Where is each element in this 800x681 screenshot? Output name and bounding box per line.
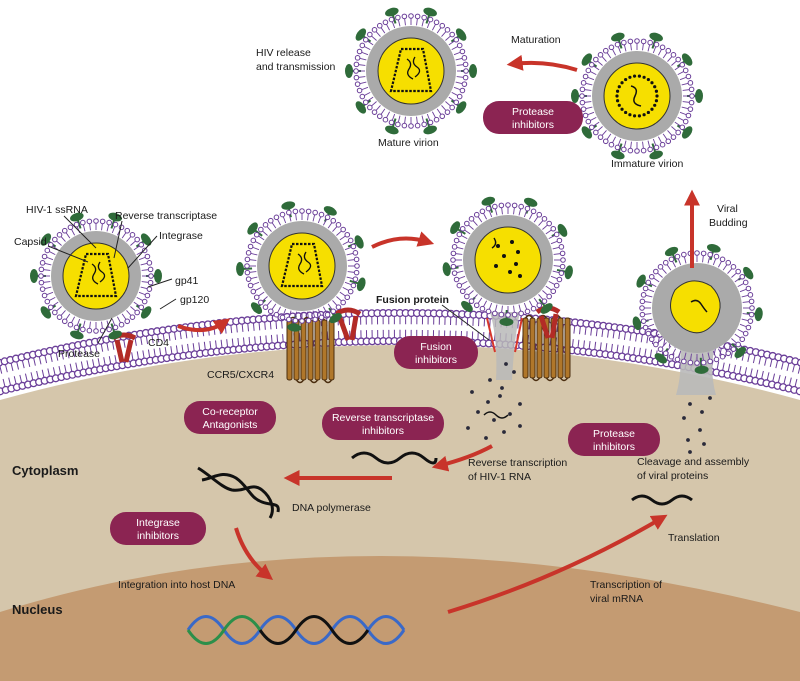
viral-budding-label-line1: Viral <box>717 203 738 215</box>
svg-text:Integrase: Integrase <box>136 517 180 529</box>
protease-inhibitors-top: Protease inhibitors <box>483 101 583 134</box>
hiv-release-label-line2: and transmission <box>256 61 336 73</box>
immature-virion <box>571 32 703 160</box>
svg-text:inhibitors: inhibitors <box>137 530 179 542</box>
viral-dna-helix <box>197 466 280 519</box>
reverse-transcriptase-inhibitors: Reverse transcriptase inhibitors <box>322 407 444 440</box>
arrow-entry-to-binding <box>177 318 231 335</box>
cytoplasm-label: Cytoplasm <box>12 463 78 478</box>
mature-virion <box>345 7 477 135</box>
cd4-receptor-mid <box>334 307 362 341</box>
budding-stalk <box>676 350 716 395</box>
cleavage-label-line2: of viral proteins <box>637 470 708 482</box>
fusion-protein-label: Fusion protein <box>376 294 449 306</box>
arrow-transcription <box>447 514 668 614</box>
svg-text:Co-receptor: Co-receptor <box>202 406 258 418</box>
svg-text:inhibitors: inhibitors <box>415 354 457 366</box>
viral-rna-strand-1 <box>351 451 438 465</box>
protease-label: Protease <box>58 348 100 360</box>
virion-entry <box>30 212 162 340</box>
reverse-transcription-label-line2: of HIV-1 RNA <box>468 471 531 483</box>
svg-text:Protease: Protease <box>593 428 635 440</box>
viral-budding-label-line2: Budding <box>709 217 748 229</box>
capsid-label: Capsid <box>14 236 47 248</box>
svg-text:Fusion: Fusion <box>420 341 452 353</box>
immature-virion-label: Immature virion <box>611 158 684 170</box>
gp41-label: gp41 <box>175 275 199 287</box>
mature-virion-label: Mature virion <box>378 137 439 149</box>
nucleus-label: Nucleus <box>12 602 63 617</box>
fusion-inhibitors: Fusion inhibitors <box>394 336 478 369</box>
dna-polymerase-label: DNA polymerase <box>292 502 371 514</box>
arrow-dna-to-nucleus <box>234 527 274 580</box>
virion-budding <box>632 244 763 374</box>
integrase-inhibitors: Integrase inhibitors <box>110 512 206 545</box>
svg-text:Reverse transcriptase: Reverse transcriptase <box>332 412 434 424</box>
arrow-rna-to-rt <box>431 444 493 472</box>
cd4-label: CD4 <box>148 337 169 349</box>
hiv-release-label-line1: HIV release <box>256 47 311 59</box>
svg-text:inhibitors: inhibitors <box>593 441 635 453</box>
svg-text:inhibitors: inhibitors <box>362 425 404 437</box>
coreceptor-label: CCR5/CXCR4 <box>207 369 274 381</box>
virion-binding <box>236 201 366 332</box>
svg-text:Protease: Protease <box>512 106 554 118</box>
viral-rna-strand-2 <box>631 494 693 506</box>
lifecycle-arrows <box>177 54 700 614</box>
transcription-label-line1: Transcription of <box>590 579 662 591</box>
nucleus-region <box>0 556 800 681</box>
reverse-transcription-label-line1: Reverse transcription <box>468 457 567 469</box>
viral-rna-strand-3 <box>483 411 509 419</box>
integration-label: Integration into host DNA <box>118 579 235 591</box>
translation-label: Translation <box>668 532 720 544</box>
ssrna-label: HIV-1 ssRNA <box>26 204 88 216</box>
viral-components <box>466 362 712 454</box>
virion-fusion <box>442 196 573 326</box>
svg-text:Antagonists: Antagonists <box>203 419 258 431</box>
protease-inhibitors-mid: Protease inhibitors <box>568 423 660 456</box>
maturation-label: Maturation <box>511 34 561 46</box>
coreceptor-left <box>286 316 335 384</box>
arrow-immature-to-mature <box>506 54 578 72</box>
integrase-label: Integrase <box>159 230 203 242</box>
host-dna-helix <box>186 615 406 645</box>
fusion-protein-right <box>514 317 523 353</box>
coreceptor-antagonists: Co-receptor Antagonists <box>184 401 276 434</box>
fusion-pore <box>490 312 520 380</box>
label-leaders <box>47 215 490 344</box>
svg-text:inhibitors: inhibitors <box>512 119 554 131</box>
transcription-label-line2: viral mRNA <box>590 593 643 605</box>
cleavage-label-line1: Cleavage and assembly <box>637 456 750 468</box>
arrow-binding-to-fusion <box>371 231 435 249</box>
reverse-transcriptase-label: Reverse transcriptase <box>115 210 217 222</box>
fusion-protein-left <box>486 317 496 353</box>
gp120-label: gp120 <box>180 294 209 306</box>
